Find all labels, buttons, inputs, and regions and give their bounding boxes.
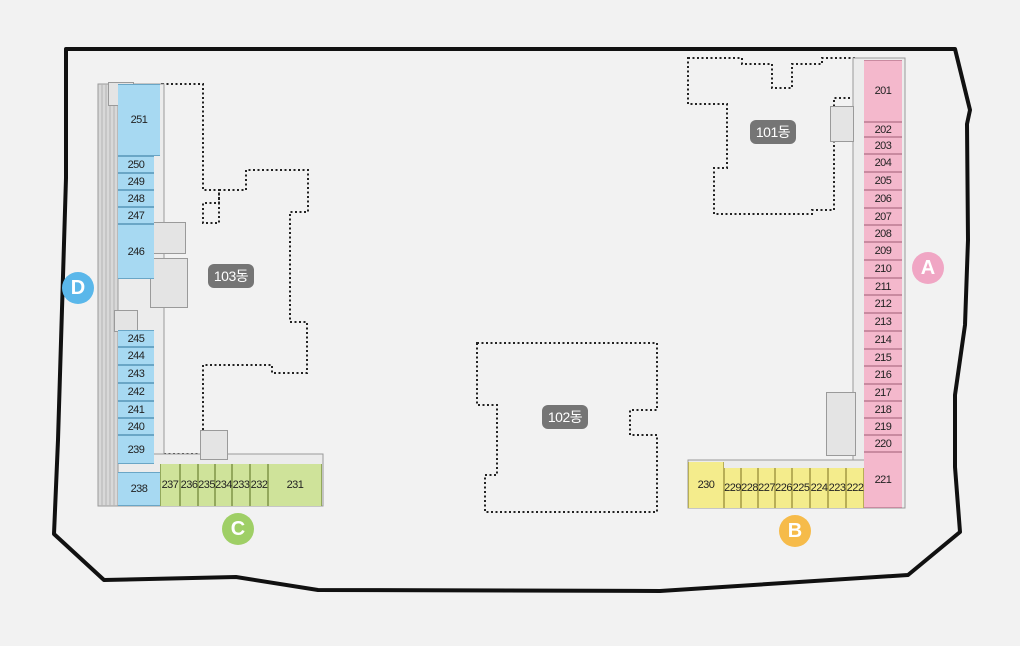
zone-a-badge[interactable]: A	[912, 252, 944, 284]
unit-218[interactable]: 218	[864, 401, 902, 418]
unit-211[interactable]: 211	[864, 278, 902, 295]
unit-229[interactable]: 229	[724, 468, 741, 508]
unit-216[interactable]: 216	[864, 366, 902, 384]
unit-215[interactable]: 215	[864, 349, 902, 366]
unit-201[interactable]: 201	[864, 60, 902, 122]
unit-247[interactable]: 247	[118, 207, 154, 224]
elevator-core	[826, 392, 856, 456]
zone-d-badge[interactable]: D	[62, 272, 94, 304]
zone-c-badge[interactable]: C	[222, 513, 254, 545]
stair-core	[200, 430, 228, 460]
building-103-label[interactable]: 103동	[208, 264, 254, 288]
unit-241[interactable]: 241	[118, 401, 154, 418]
stair-core	[114, 310, 138, 332]
unit-213[interactable]: 213	[864, 313, 902, 331]
unit-232[interactable]: 232	[250, 464, 268, 506]
unit-250[interactable]: 250	[118, 156, 154, 173]
unit-239[interactable]: 239	[118, 435, 154, 464]
building-102-label[interactable]: 102동	[542, 405, 588, 429]
unit-224[interactable]: 224	[810, 468, 828, 508]
unit-208[interactable]: 208	[864, 225, 902, 242]
unit-209[interactable]: 209	[864, 242, 902, 260]
unit-237[interactable]: 237	[160, 464, 180, 506]
unit-217[interactable]: 217	[864, 384, 902, 401]
unit-228[interactable]: 228	[741, 468, 758, 508]
unit-205[interactable]: 205	[864, 172, 902, 190]
unit-206[interactable]: 206	[864, 190, 902, 208]
unit-246[interactable]: 246	[118, 224, 154, 279]
unit-219[interactable]: 219	[864, 418, 902, 435]
unit-230[interactable]: 230	[688, 462, 724, 508]
unit-227[interactable]: 227	[758, 468, 775, 508]
unit-251[interactable]: 251	[118, 84, 160, 156]
unit-234[interactable]: 234	[215, 464, 232, 506]
unit-220[interactable]: 220	[864, 435, 902, 452]
unit-202[interactable]: 202	[864, 122, 902, 137]
unit-235[interactable]: 235	[198, 464, 215, 506]
unit-222[interactable]: 222	[846, 468, 864, 508]
unit-243[interactable]: 243	[118, 365, 154, 383]
unit-212[interactable]: 212	[864, 295, 902, 313]
elevator-core	[830, 106, 854, 142]
building-101-label[interactable]: 101동	[750, 120, 796, 144]
unit-233[interactable]: 233	[232, 464, 250, 506]
elevator-core	[150, 222, 186, 254]
unit-223[interactable]: 223	[828, 468, 846, 508]
unit-240[interactable]: 240	[118, 418, 154, 435]
unit-249[interactable]: 249	[118, 173, 154, 190]
unit-225[interactable]: 225	[792, 468, 810, 508]
elevator-core	[150, 258, 188, 308]
unit-238[interactable]: 238	[118, 472, 160, 506]
zone-b-badge[interactable]: B	[779, 515, 811, 547]
unit-226[interactable]: 226	[775, 468, 792, 508]
unit-214[interactable]: 214	[864, 331, 902, 349]
unit-231[interactable]: 231	[268, 464, 322, 506]
unit-245[interactable]: 245	[118, 330, 154, 347]
unit-236[interactable]: 236	[180, 464, 198, 506]
unit-244[interactable]: 244	[118, 347, 154, 365]
unit-203[interactable]: 203	[864, 137, 902, 154]
unit-207[interactable]: 207	[864, 208, 902, 225]
unit-242[interactable]: 242	[118, 383, 154, 401]
unit-221[interactable]: 221	[864, 452, 902, 508]
unit-210[interactable]: 210	[864, 260, 902, 278]
unit-248[interactable]: 248	[118, 190, 154, 207]
unit-204[interactable]: 204	[864, 154, 902, 172]
